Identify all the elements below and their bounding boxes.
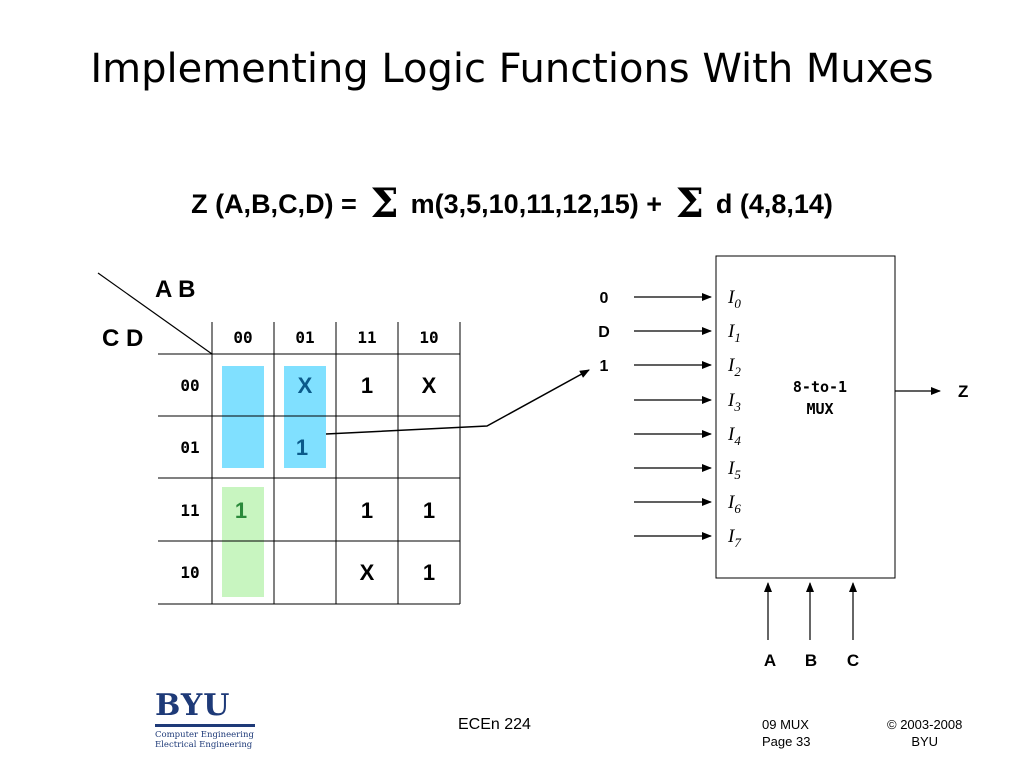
mux-input-arrows xyxy=(634,293,712,540)
mux-input-label: I2 xyxy=(727,355,741,379)
mux-select-label: C xyxy=(847,651,859,670)
mux-input-label: I5 xyxy=(727,458,741,482)
kmap-group-blue-col00 xyxy=(222,366,264,468)
footer-copyright-years: © 2003-2008 xyxy=(887,717,963,732)
kmap-corner-diagonal xyxy=(97,272,213,355)
kmap-col-header: 10 xyxy=(419,328,438,347)
kmap-row-header: 11 xyxy=(180,501,199,520)
sigma-symbol-2: Σ xyxy=(675,180,704,227)
mux-input-labels: I0 I1 I2 I3 I4 I5 I6 I7 xyxy=(727,287,741,550)
mux-input-label: I7 xyxy=(727,526,741,550)
footer-org: BYU xyxy=(911,734,939,749)
mux-input-label: I4 xyxy=(727,424,741,448)
kmap-row-var-label: A B xyxy=(155,276,195,303)
kmap-group-green xyxy=(222,487,264,597)
footer-section: 09 MUX xyxy=(762,717,809,732)
kmap-cell: 1 xyxy=(423,560,435,585)
kmap-col-var-label: C D xyxy=(102,325,143,352)
footer-page-number: Page 33 xyxy=(762,734,811,749)
kmap-row-header: 00 xyxy=(180,376,199,395)
logo-bar xyxy=(155,724,255,727)
kmap-cell: 1 xyxy=(235,498,247,523)
mux-label-line1: 8-to-1 xyxy=(793,378,847,396)
kmap-cell: 1 xyxy=(296,435,308,460)
logo-sub1: Computer Engineering xyxy=(155,730,254,740)
mux-select-label: B xyxy=(805,651,817,670)
kmap-row-header: 01 xyxy=(180,438,199,457)
mux-input-label: I6 xyxy=(727,492,741,516)
kmap-cell: X xyxy=(422,373,437,398)
byu-logo: BYU Computer Engineering Electrical Engi… xyxy=(155,690,255,750)
mux-input-label: I3 xyxy=(727,390,741,414)
kmap-col-header: 00 xyxy=(233,328,252,347)
footer-page-info: 09 MUX Page 33 xyxy=(762,716,810,750)
function-lhs: Z (A,B,C,D) = xyxy=(191,189,357,219)
sigma-symbol: Σ xyxy=(370,180,399,227)
mux-select-label: A xyxy=(764,651,776,670)
function-minterms: m(3,5,10,11,12,15) + xyxy=(410,189,663,219)
kmap-row-header: 10 xyxy=(180,563,199,582)
logo-text: BYU xyxy=(155,688,231,723)
mux-input-value: 1 xyxy=(600,358,609,375)
mux-input-value: D xyxy=(598,324,610,341)
kmap-cell: 1 xyxy=(361,373,373,398)
logo-sub2: Electrical Engineering xyxy=(155,740,253,750)
mux-label-line2: MUX xyxy=(806,400,833,418)
mux-select-arrows xyxy=(764,582,857,640)
mux-input-label: I0 xyxy=(727,287,741,311)
kmap-col-header: 01 xyxy=(295,328,314,347)
kmap-col-header: 11 xyxy=(357,328,376,347)
mux-box xyxy=(715,255,896,579)
footer-copyright: © 2003-2008 BYU xyxy=(887,716,962,750)
kmap-group-blue-col01 xyxy=(284,366,326,468)
mux-output-label: Z xyxy=(958,382,968,401)
kmap-cell: X xyxy=(298,373,313,398)
mux-input-value: 0 xyxy=(600,290,609,307)
function-dontcares: d (4,8,14) xyxy=(715,189,833,219)
kmap-cell: 1 xyxy=(423,498,435,523)
kmap-cell: 1 xyxy=(361,498,373,523)
kmap-cell: X xyxy=(360,560,375,585)
footer-course: ECEn 224 xyxy=(458,716,531,733)
kmap-to-mux-connector xyxy=(325,369,590,435)
kmap-grid xyxy=(158,322,461,605)
slide-title: Implementing Logic Functions With Muxes xyxy=(90,46,934,92)
mux-input-label: I1 xyxy=(727,321,741,345)
